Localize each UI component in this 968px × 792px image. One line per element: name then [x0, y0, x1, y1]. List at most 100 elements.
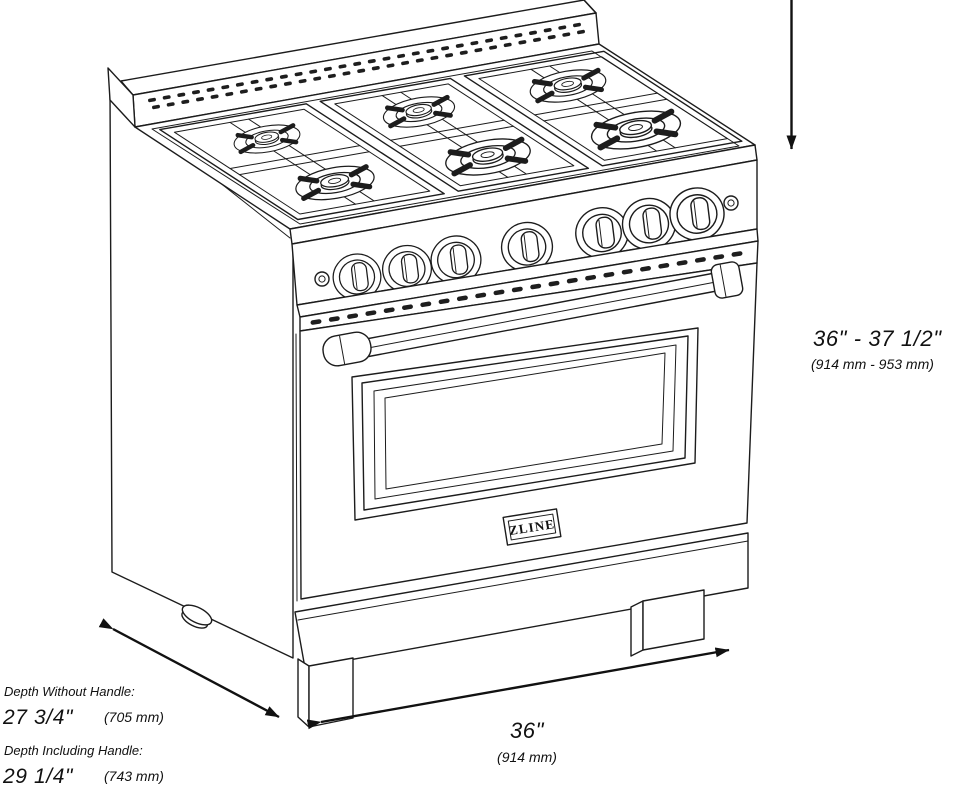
rail-vent-slot: [426, 48, 435, 54]
rail-vent-slot: [455, 43, 464, 48]
zline-badge: ZLINE: [502, 508, 562, 546]
door-vent-slot: [713, 254, 725, 260]
rail-vent-slot: [357, 68, 366, 73]
zline-badge-label: ZLINE: [508, 516, 556, 538]
rail-vent-slot: [206, 87, 215, 92]
rail-vent-slot: [397, 53, 406, 59]
rail-vent-slot: [401, 60, 410, 66]
rail-vent-slot: [269, 84, 278, 89]
rail-vent-slot: [342, 71, 351, 76]
dimension-annotations: 36" - 37 1/2" (914 mm - 953 mm) 36" (914…: [2, 0, 942, 788]
rail-vent-slot: [499, 35, 508, 41]
rail-vent-slot: [562, 32, 571, 37]
height-dim-imperial: 36" - 37 1/2": [813, 326, 942, 351]
kick-panel: [294, 532, 749, 669]
door-vent-slot: [731, 251, 743, 257]
rail-vent-slot: [485, 38, 494, 43]
rail-vent-slot: [181, 99, 190, 104]
rail-vent-slot: [221, 84, 230, 90]
rail-vent-slot: [210, 94, 219, 99]
depth-handle-label: Depth Including Handle:: [4, 743, 143, 758]
width-dimension-arrow: [306, 647, 730, 730]
rail-vent-slot: [411, 51, 420, 56]
rail-vent-slot: [386, 63, 395, 68]
rail-vent-slot: [382, 56, 391, 61]
rail-vent-slot: [254, 86, 263, 92]
door-vent-slots: [310, 251, 743, 325]
rail-vent-slot: [283, 81, 292, 86]
rail-vent-slot: [235, 82, 244, 87]
rail-vent-slot: [309, 69, 318, 74]
rail-vent-slot: [489, 45, 498, 50]
grate-crossbar: [399, 125, 514, 147]
rail-vent-slot: [250, 79, 259, 85]
oven-handle: [322, 261, 744, 367]
width-dim-metric: (914 mm): [497, 749, 557, 765]
grate-frame: [159, 103, 445, 221]
rail-vent-slot: [573, 22, 581, 28]
rail-vent-slot: [367, 59, 376, 64]
rail-vent-slot: [577, 29, 585, 35]
door-vent-slot: [603, 271, 615, 278]
door-vent-slot: [566, 277, 578, 284]
rail-vent-slot: [177, 92, 186, 97]
width-dim-imperial: 36": [510, 718, 545, 743]
oven-door: ZLINE: [295, 261, 758, 602]
door-vent-slot: [310, 319, 322, 325]
door-vent-slot: [420, 301, 432, 308]
door-vent-slot: [456, 295, 468, 302]
height-dim-metric: (914 mm - 953 mm): [811, 356, 934, 372]
rail-vent-slot: [265, 77, 274, 82]
grate-crossbar: [534, 92, 659, 116]
door-vent-slot: [328, 316, 340, 322]
rail-vent-slot: [558, 25, 567, 30]
rail-vent-slot: [474, 47, 483, 53]
door-vent-slot: [530, 283, 542, 290]
rail-vent-slot: [313, 76, 322, 81]
door-vent-slot: [511, 286, 523, 293]
grate-frame-inner: [478, 56, 728, 161]
door-vent-slot: [402, 304, 413, 310]
depth-dimension-arrow: [98, 618, 280, 719]
door-vent-slot: [640, 266, 651, 272]
rail-vent-slot: [547, 35, 556, 40]
door-vent-slot: [365, 310, 377, 316]
door-vent-slot: [383, 307, 395, 313]
grate-frame: [463, 50, 743, 167]
rail-vent-slot: [445, 53, 454, 58]
grate-crossbar: [390, 119, 505, 141]
door-vent-slot: [493, 289, 505, 296]
door-vent-slot: [658, 263, 670, 269]
rail-vent-slot: [166, 102, 175, 107]
rail-vent-slot: [441, 46, 450, 51]
door-vent-slot: [585, 274, 597, 281]
rail-vent-slot: [225, 91, 234, 97]
grate-frame: [319, 77, 590, 192]
depth-no-handle-metric: (705 mm): [104, 709, 164, 725]
rail-vent-slot: [152, 104, 160, 110]
oven-window: [351, 327, 699, 521]
rail-vent-slot: [430, 55, 439, 61]
grate-crossbar: [543, 98, 668, 122]
depth-no-handle-imperial: 27 3/4": [2, 706, 74, 729]
panel-screw-left: [314, 271, 330, 287]
rail-vent-slot: [470, 40, 479, 46]
rail-vent-slot: [514, 33, 523, 38]
door-vent-slot: [438, 298, 450, 305]
rail-vent-slot: [327, 73, 336, 79]
rail-vent-slot: [459, 50, 468, 55]
rail-vent-slot: [415, 58, 424, 63]
rail-vent-slot: [371, 66, 380, 71]
door-vent-slot: [694, 257, 706, 263]
rail-vent-slot: [196, 97, 204, 102]
rail-vent-slot: [518, 40, 527, 45]
rail-vent-slot: [298, 78, 307, 84]
door-vent-slot: [676, 260, 688, 266]
panel-screw-right: [723, 195, 739, 211]
depth-handle-metric: (743 mm): [104, 768, 164, 784]
depth-no-handle-label: Depth Without Handle:: [4, 684, 135, 699]
rail-vent-slot: [543, 28, 552, 33]
rail-vent-slot: [503, 42, 512, 48]
rail-vent-slot: [239, 89, 248, 94]
